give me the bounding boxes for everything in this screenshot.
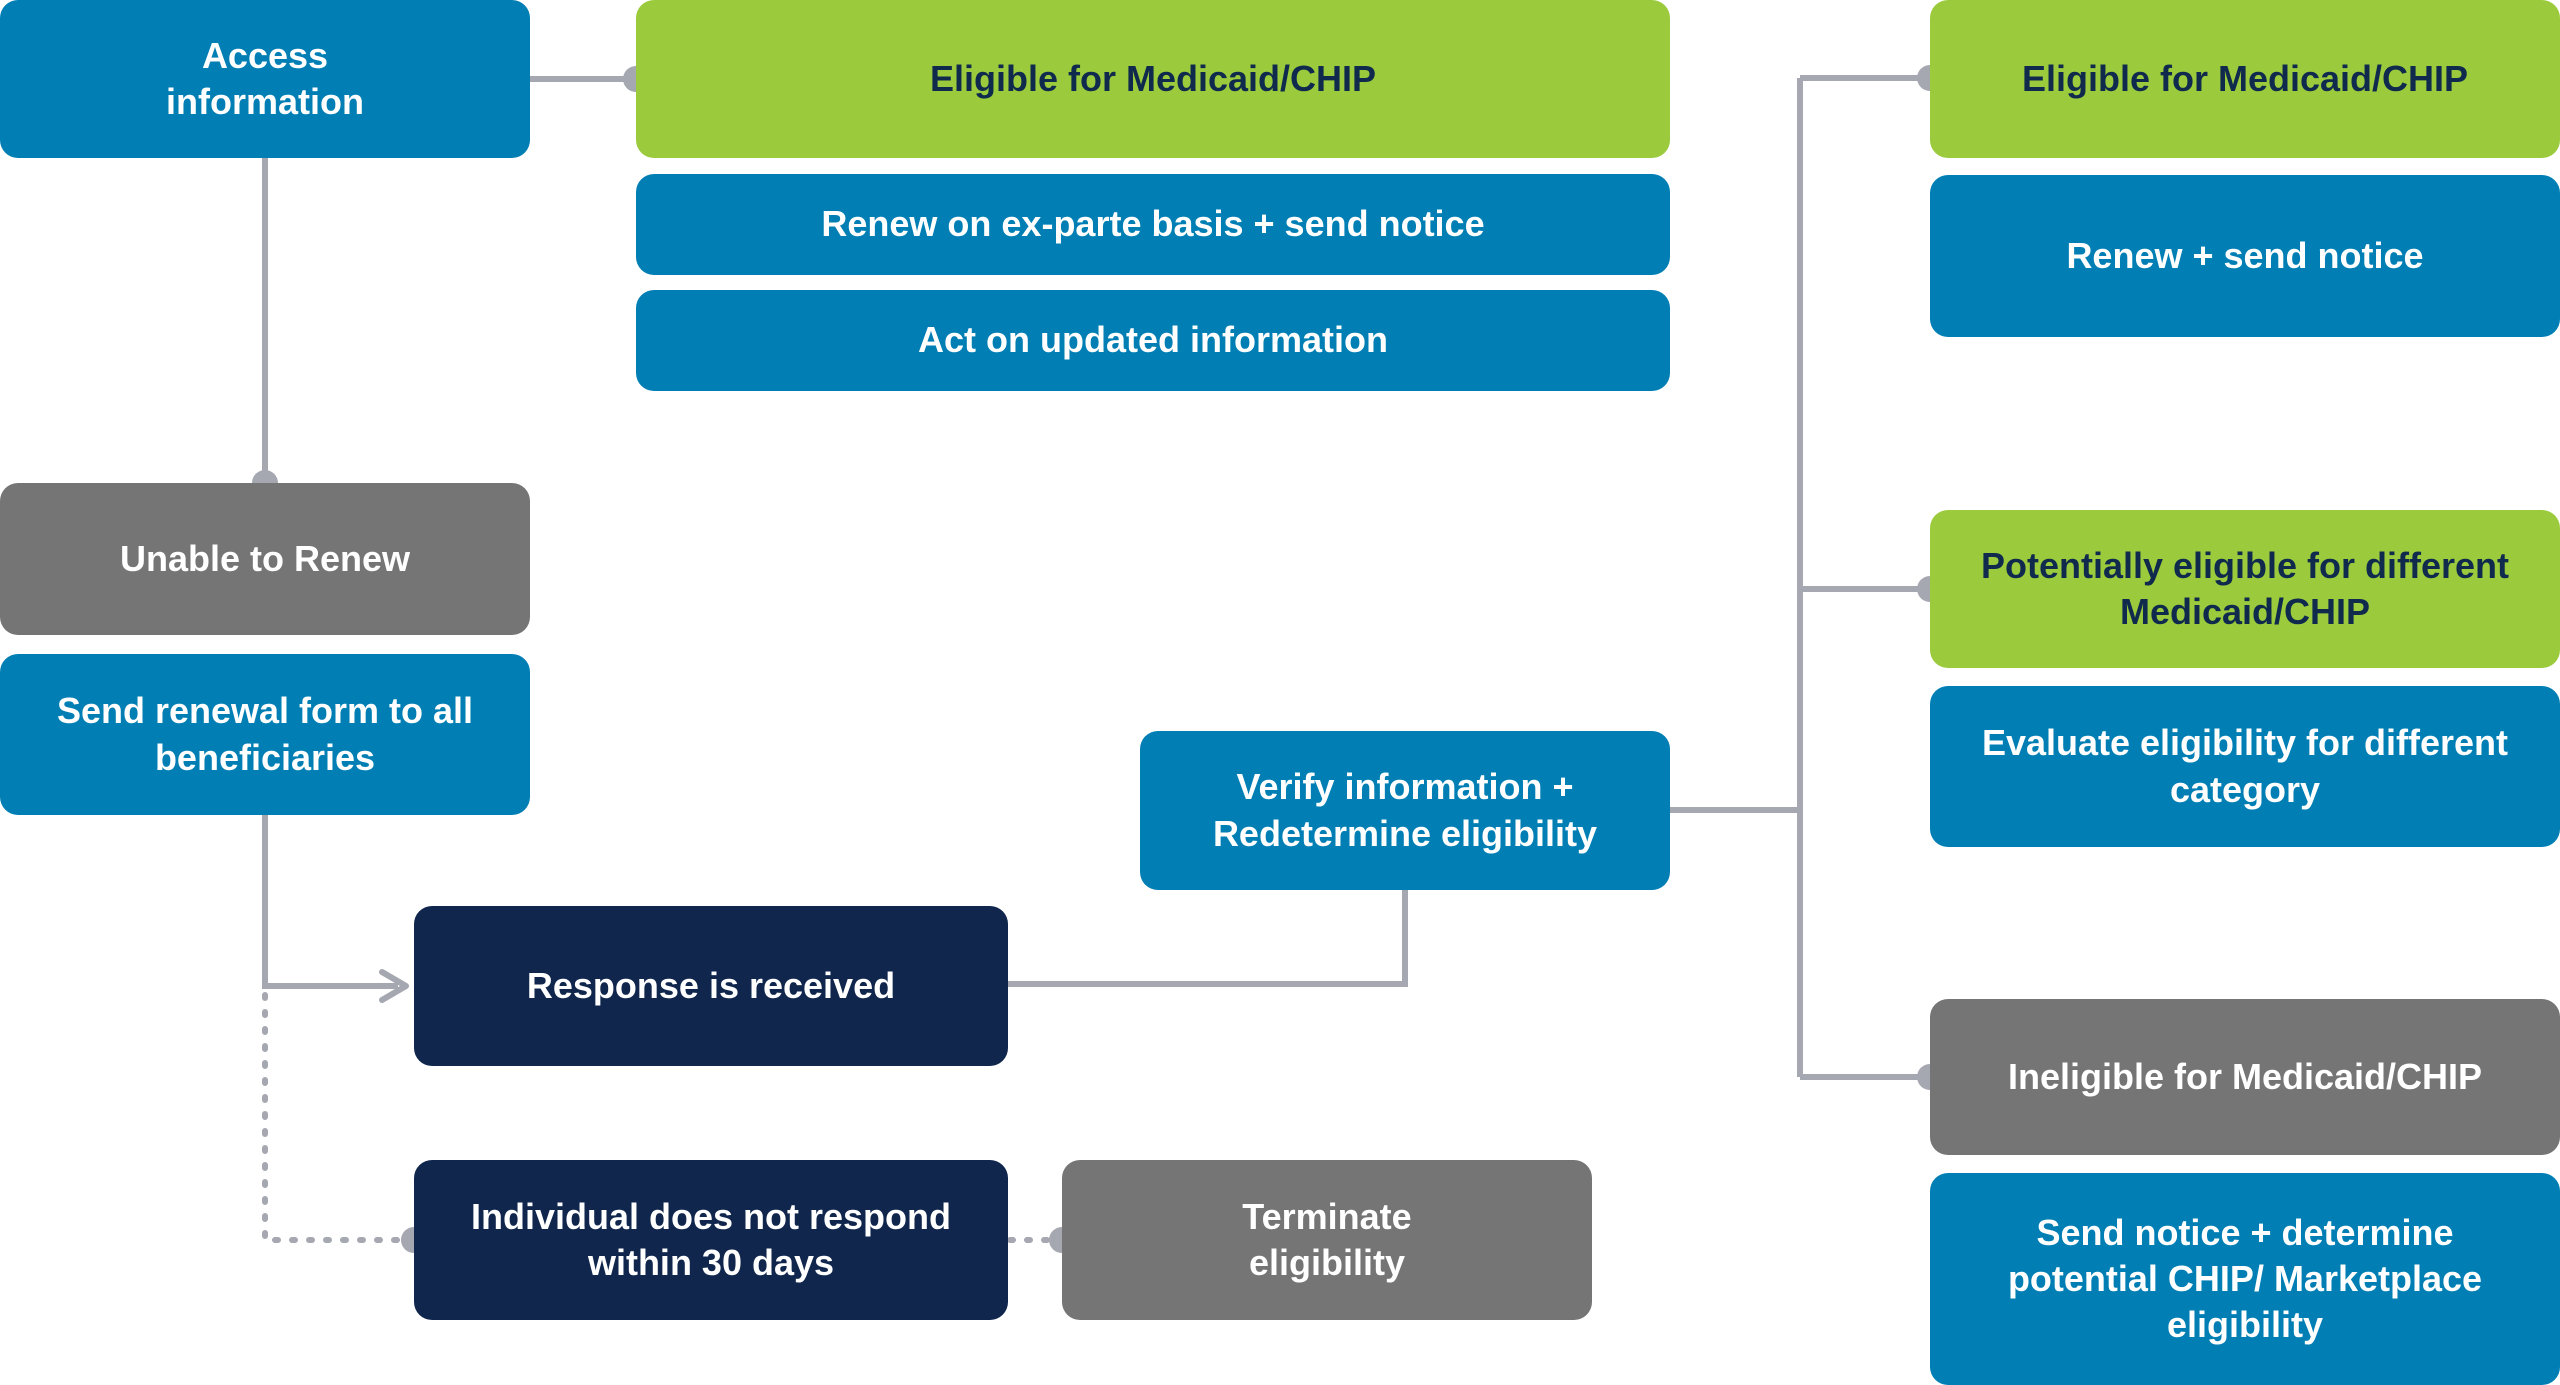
connector-response-to-verify bbox=[1008, 890, 1408, 987]
no-response-box: Individual does not respond within 30 da… bbox=[414, 1160, 1008, 1320]
evaluate-eligibility-box: Evaluate eligibility for different categ… bbox=[1930, 686, 2560, 847]
terminate-eligibility-box: Terminate eligibility bbox=[1062, 1160, 1592, 1320]
response-received-box: Response is received bbox=[414, 906, 1008, 1066]
access-information-box: Access information bbox=[0, 0, 530, 158]
eligible-medicaid-chip-right-label: Eligible for Medicaid/CHIP bbox=[2021, 57, 2469, 99]
eligible-medicaid-chip-box: Eligible for Medicaid/CHIP bbox=[636, 0, 1670, 158]
renew-send-notice-box: Renew + send notice bbox=[1930, 175, 2560, 337]
verify-information-label: Verify information + Redetermine eligibi… bbox=[1212, 766, 1598, 854]
send-notice-marketplace-box: Send notice + determine potential CHIP/ … bbox=[1930, 1173, 2560, 1385]
eligible-medicaid-chip-right-box: Eligible for Medicaid/CHIP bbox=[1930, 0, 2560, 158]
unable-to-renew-box: Unable to Renew bbox=[0, 483, 530, 635]
eligible-medicaid-chip-label: Eligible for Medicaid/CHIP bbox=[929, 57, 1377, 99]
send-renewal-form-label: Send renewal form to all beneficiaries bbox=[56, 690, 474, 778]
send-renewal-form-box: Send renewal form to all beneficiaries bbox=[0, 654, 530, 815]
verify-information-box: Verify information + Redetermine eligibi… bbox=[1140, 731, 1670, 890]
ineligible-medicaid-chip-label: Ineligible for Medicaid/CHIP bbox=[2007, 1055, 2483, 1097]
act-on-updated-label: Act on updated information bbox=[918, 319, 1388, 361]
potentially-eligible-label: Potentially eligible for different Medic… bbox=[1980, 544, 2510, 632]
connector-no-response-dotted bbox=[262, 992, 413, 1243]
response-received-label: Response is received bbox=[526, 964, 896, 1006]
potentially-eligible-box: Potentially eligible for different Medic… bbox=[1930, 510, 2560, 668]
send-notice-marketplace-label: Send notice + determine potential CHIP/ … bbox=[2007, 1211, 2483, 1346]
evaluate-eligibility-label: Evaluate eligibility for different categ… bbox=[1981, 722, 2509, 810]
renew-ex-parte-box: Renew on ex-parte basis + send notice bbox=[636, 174, 1670, 275]
connector-form-to-response bbox=[262, 815, 398, 989]
ineligible-medicaid-chip-box: Ineligible for Medicaid/CHIP bbox=[1930, 999, 2560, 1155]
terminate-eligibility-label: Terminate eligibility bbox=[1242, 1195, 1412, 1283]
unable-to-renew-label: Unable to Renew bbox=[119, 537, 411, 579]
no-response-label: Individual does not respond within 30 da… bbox=[470, 1195, 952, 1283]
act-on-updated-box: Act on updated information bbox=[636, 290, 1670, 391]
access-information-label: Access information bbox=[166, 34, 364, 122]
renew-send-notice-label: Renew + send notice bbox=[2066, 234, 2424, 276]
renew-ex-parte-label: Renew on ex-parte basis + send notice bbox=[821, 203, 1485, 245]
arrow-head-icon bbox=[379, 969, 409, 1003]
